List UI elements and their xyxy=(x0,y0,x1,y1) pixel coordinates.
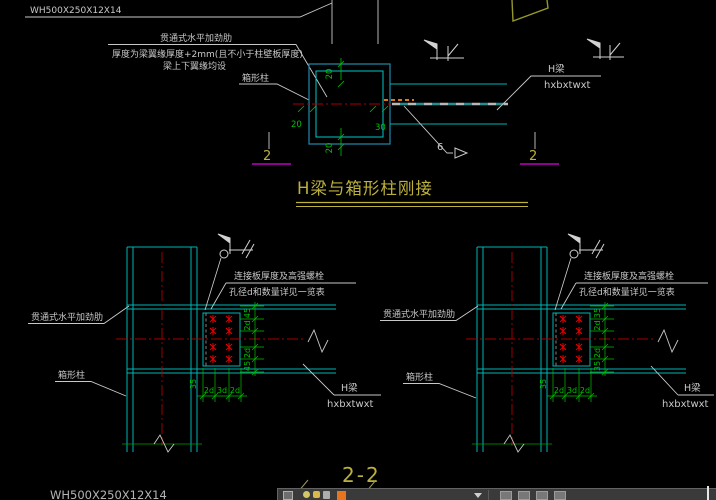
section-detail-right: 贯通式水平加劲肋 箱形柱 连接板厚度及高强螺栓 孔径d和数量详见一览表 H梁 h… xyxy=(380,233,714,453)
h-dim: 2d xyxy=(580,386,590,395)
dim-right: 30 xyxy=(375,123,386,133)
box-column-section xyxy=(293,63,396,145)
section-title: 2-2 xyxy=(342,463,381,487)
beam-label: H梁 xyxy=(548,63,565,75)
weld-size-label: 6 xyxy=(437,142,443,153)
box-column-label: 箱形柱 xyxy=(58,369,85,381)
bolt-note-line1: 连接板厚度及高强螺栓 xyxy=(234,270,324,282)
v-dim: 2d xyxy=(593,320,602,330)
dim-left: 20 xyxy=(291,120,302,130)
weld-size-callout: 6 xyxy=(403,105,469,159)
layer-states-icon[interactable] xyxy=(554,491,566,500)
beam-label: H梁 xyxy=(341,382,358,394)
beam-spec-label: hxbxtwxt xyxy=(544,80,591,91)
section-marker-left: 2 xyxy=(252,132,291,165)
bolt-note-line2: 孔径d和数量详见一览表 xyxy=(229,286,325,298)
beam-label: H梁 xyxy=(684,382,701,394)
dim-top: 20 xyxy=(325,69,335,80)
layer-properties-icon[interactable] xyxy=(283,491,293,500)
top-member-leader xyxy=(25,0,379,44)
top-beam-callout: H梁 hxbxtwxt xyxy=(496,63,601,111)
v-dim: 2d xyxy=(593,348,602,358)
box-column-label: 箱形柱 xyxy=(406,371,433,383)
layer-dropdown-arrow-icon[interactable] xyxy=(474,493,482,498)
h-dim: 2d xyxy=(554,386,564,395)
v-dim: 45 xyxy=(243,361,252,371)
main-title-block: H梁与箱形柱刚接 xyxy=(296,179,528,207)
field-weld-flag-icon xyxy=(423,39,464,61)
box-column-label: 箱形柱 xyxy=(242,72,269,84)
bolt-note-line2: 孔径d和数量详见一览表 xyxy=(579,286,675,298)
match-properties-icon[interactable] xyxy=(518,491,530,500)
section-marker-right: 2 xyxy=(520,132,559,165)
top-detail-dimensions: 20 20 20 30 xyxy=(291,58,389,156)
stiffener-note-line2: 厚度为梁翼缘厚度+2mm(且不小于柱壁板厚度) xyxy=(112,48,303,60)
v-dim: 45 xyxy=(243,308,252,318)
layers-toolbar[interactable] xyxy=(277,488,716,500)
stiffener-note-line3: 梁上下翼缘均设 xyxy=(163,60,226,72)
v-dim: 35 xyxy=(593,361,602,371)
toolbar-separator xyxy=(488,490,489,500)
top-box-column-callout: 箱形柱 xyxy=(239,72,310,101)
h-dim: 2d xyxy=(230,386,240,395)
bolt-note-line1: 连接板厚度及高强螺栓 xyxy=(584,270,674,282)
stiffener-label: 贯通式水平加劲肋 xyxy=(383,308,455,320)
section-detail-left: 贯通式水平加劲肋 箱形柱 连接板厚度及高强螺栓 孔径d和数量详见一览表 H梁 h… xyxy=(28,233,381,453)
stiffener-note-line1: 贯通式水平加劲肋 xyxy=(160,32,232,44)
window-edge-mark xyxy=(707,486,709,500)
stiffener-label: 贯通式水平加劲肋 xyxy=(31,311,103,323)
main-title: H梁与箱形柱刚接 xyxy=(297,179,433,198)
h-dim: 3d xyxy=(217,386,227,395)
layer-color-swatch[interactable] xyxy=(337,491,346,500)
section-mark-number: 2 xyxy=(529,149,537,164)
section-mark-number: 2 xyxy=(263,149,271,164)
beam-spec-label: hxbxtwxt xyxy=(662,399,709,410)
layer-visibility-icon[interactable] xyxy=(303,491,310,498)
edge-dim: 35 xyxy=(189,379,198,389)
v-dim: 2d xyxy=(243,320,252,330)
v-dim: 2d xyxy=(243,348,252,358)
layer-lock-icon[interactable] xyxy=(323,491,330,499)
layer-name-field[interactable] xyxy=(350,490,470,500)
dim-bottom: 20 xyxy=(325,143,335,154)
beam-plan xyxy=(384,83,508,125)
beam-spec-label: hxbxtwxt xyxy=(327,399,374,410)
make-layer-current-icon[interactable] xyxy=(500,491,512,500)
footer-member-label: WH500X250X12X14 xyxy=(50,488,167,500)
stiffener-note: 贯通式水平加劲肋 厚度为梁翼缘厚度+2mm(且不小于柱壁板厚度) 梁上下翼缘均设 xyxy=(108,32,328,98)
edge-dim: 35 xyxy=(539,379,548,389)
h-dim: 2d xyxy=(204,386,214,395)
corner-banner-shape xyxy=(511,0,549,22)
field-weld-flag-icon xyxy=(586,38,624,60)
top-member-label: WH500X250X12X14 xyxy=(30,6,122,16)
layer-freeze-icon[interactable] xyxy=(313,491,320,498)
layer-previous-icon[interactable] xyxy=(536,491,548,500)
h-dim: 3d xyxy=(567,386,577,395)
v-dim: 35 xyxy=(593,308,602,318)
